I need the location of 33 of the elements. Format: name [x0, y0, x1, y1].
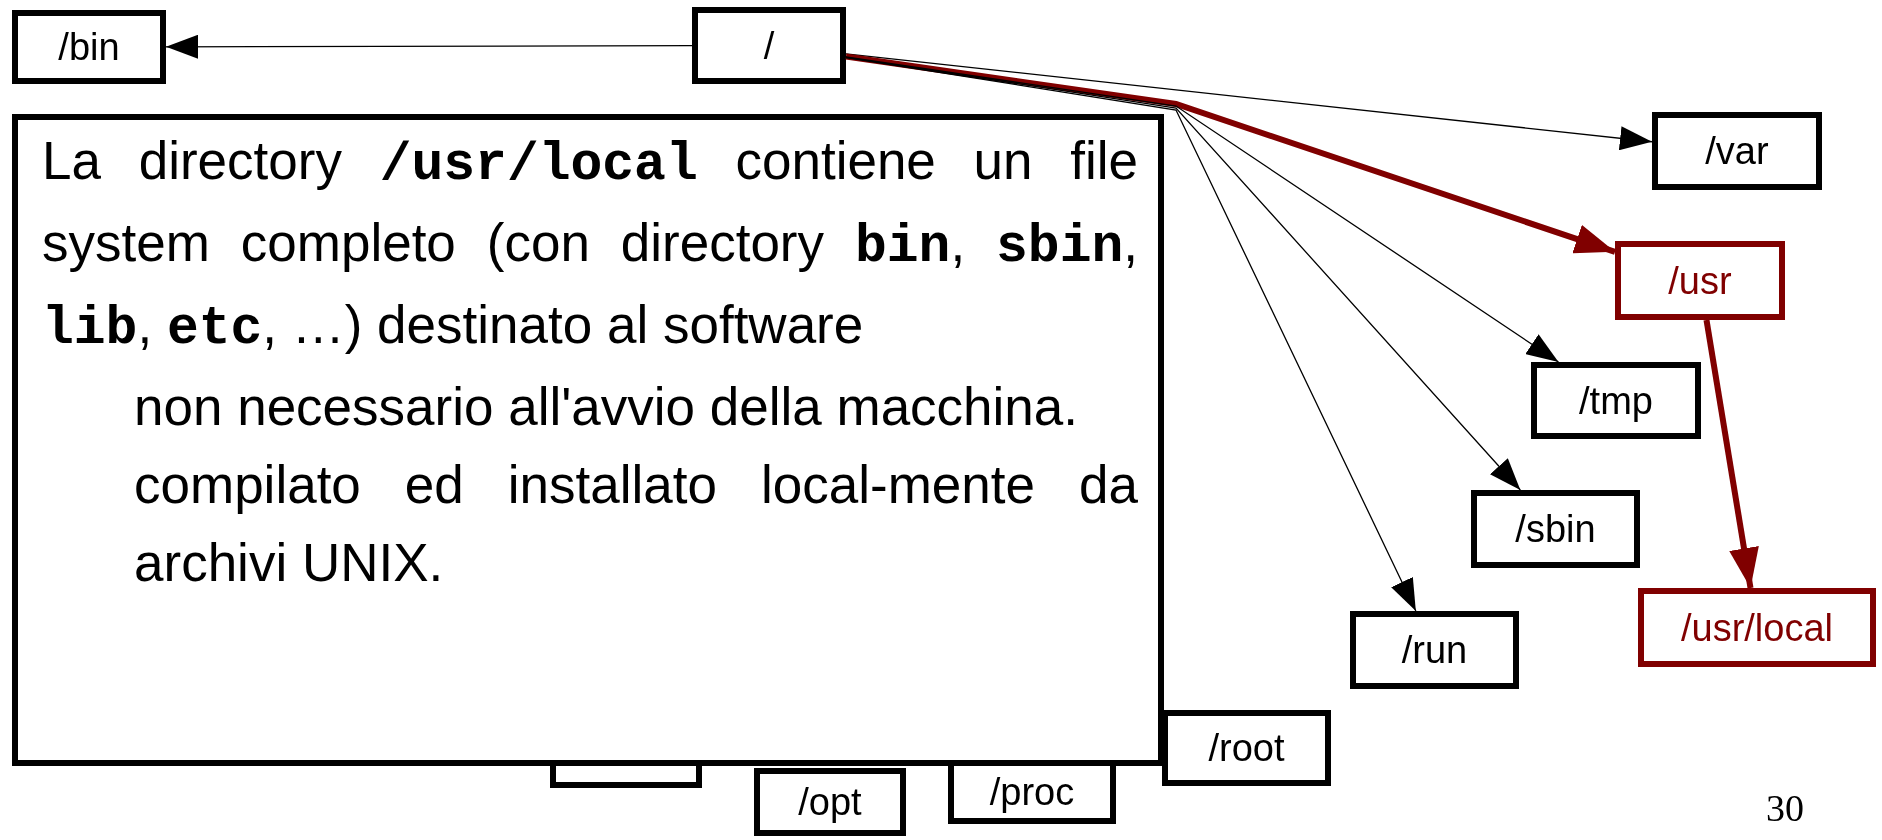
arrow [845, 57, 1417, 612]
directory-box [1638, 588, 1876, 667]
arrow [845, 53, 1653, 151]
page-number: 30 [1766, 786, 1804, 831]
directory-label: /tmp [1579, 381, 1653, 420]
directory-box [692, 7, 846, 84]
directory-label: /usr [1668, 261, 1732, 300]
callout-box [12, 114, 1164, 766]
directory-label: /opt [798, 783, 862, 821]
directory-box [1652, 112, 1822, 190]
callout-text: compilato ed installato local-mente da archivi UNIX. [133, 454, 1138, 594]
directory-box [1471, 490, 1640, 568]
directory-box [12, 10, 166, 84]
directory-box [1350, 611, 1519, 689]
directory-label: / [763, 26, 775, 65]
arrow [845, 53, 1616, 255]
directory-box [948, 766, 1116, 824]
arrow [1703, 319, 1759, 589]
directory-label: /proc [989, 773, 1075, 811]
directory-label: /usr/local [1680, 608, 1834, 647]
directory-label: /sbin [1515, 510, 1596, 548]
directory-label: /bin [58, 28, 120, 66]
directory-box [754, 768, 906, 836]
callout-text: non necessario all'avvio della macchina. [133, 376, 1080, 438]
directory-box [550, 766, 702, 788]
arrow [165, 34, 693, 59]
directory-label: /run [1401, 631, 1468, 669]
directory-box [1531, 362, 1701, 439]
directory-label: /var [1705, 132, 1769, 170]
arrow [845, 56, 1560, 363]
directory-box [1162, 710, 1331, 786]
directory-box [1615, 241, 1785, 320]
directory-label: /root [1208, 729, 1285, 767]
